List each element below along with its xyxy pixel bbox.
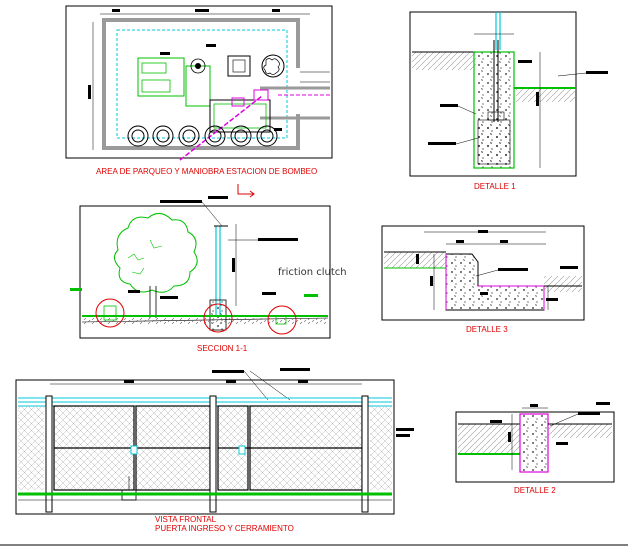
overlay-text: friction clutch	[278, 267, 347, 278]
section-1-1-label: SECCION 1-1	[197, 344, 248, 353]
gate-enclosure-label: PUERTA INGRESO Y CERRAMIENTO	[155, 524, 294, 533]
front-view-label: VISTA FRONTAL	[155, 515, 217, 524]
site-plan	[65, 5, 333, 198]
detail-3-drawing	[381, 225, 585, 321]
detail-2-label: DETALLE 2	[514, 486, 556, 495]
section-1-1-drawing	[70, 196, 331, 339]
front-view-drawing	[15, 368, 414, 515]
detail-1-label: DETALLE 1	[474, 182, 516, 191]
detail-1-drawing	[409, 11, 608, 177]
detail-3-label: DETALLE 3	[466, 325, 508, 334]
detail-2-drawing	[455, 402, 615, 483]
parking-area-label: AREA DE PARQUEO Y MANIOBRA ESTACION DE B…	[96, 167, 318, 176]
